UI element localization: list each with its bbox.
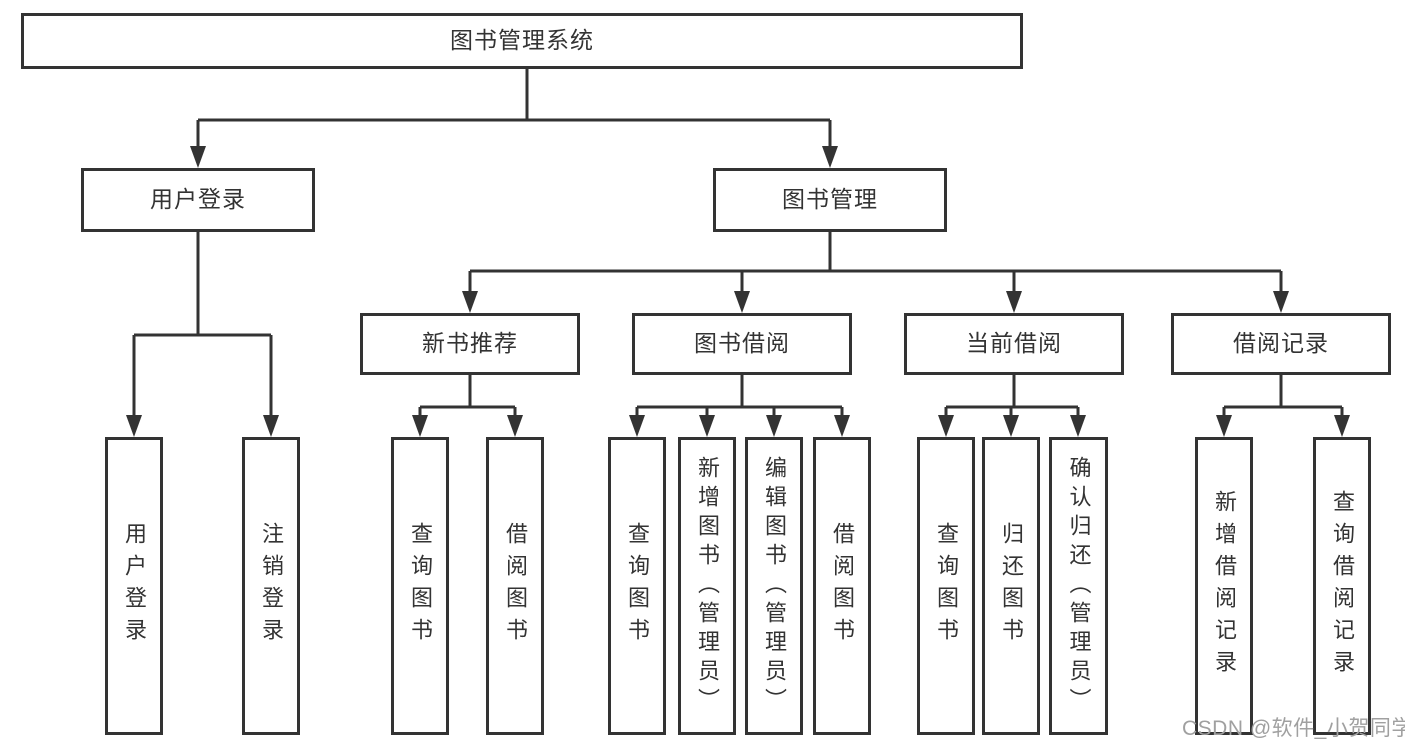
arrow-down-icon xyxy=(263,415,279,437)
arrow-down-icon xyxy=(1273,291,1289,313)
arrow-down-icon xyxy=(834,415,850,437)
leaf-confirm-return-admin: 确认归还（管理员） xyxy=(1049,437,1108,735)
leaf-return-book: 归还图书 xyxy=(982,437,1040,735)
node-borrow-record: 借阅记录 xyxy=(1171,313,1391,375)
leaf-query-book-2: 查询图书 xyxy=(608,437,666,735)
node-book-management: 图书管理 xyxy=(713,168,947,232)
leaf-borrow-book-1: 借阅图书 xyxy=(486,437,544,735)
arrow-down-icon xyxy=(822,146,838,168)
leaf-edit-book-admin: 编辑图书（管理员） xyxy=(745,437,803,735)
csdn-watermark: CSDN @软件_小贺同学 xyxy=(1182,717,1405,740)
leaf-add-book-admin: 新增图书（管理员） xyxy=(678,437,736,735)
node-new-book-recommend: 新书推荐 xyxy=(360,313,580,375)
arrow-down-icon xyxy=(1334,415,1350,437)
leaf-user-login: 用户登录 xyxy=(105,437,163,735)
arrow-down-icon xyxy=(699,415,715,437)
leaf-logout: 注销登录 xyxy=(242,437,300,735)
leaf-add-borrow-record: 新增借阅记录 xyxy=(1195,437,1253,735)
leaf-query-book-1: 查询图书 xyxy=(391,437,449,735)
arrow-down-icon xyxy=(1070,415,1086,437)
arrow-down-icon xyxy=(412,415,428,437)
arrow-down-icon xyxy=(734,291,750,313)
arrow-down-icon xyxy=(1216,415,1232,437)
leaf-query-book-3: 查询图书 xyxy=(917,437,975,735)
node-book-borrow: 图书借阅 xyxy=(632,313,852,375)
node-root-system: 图书管理系统 xyxy=(21,13,1023,69)
leaf-query-borrow-record: 查询借阅记录 xyxy=(1313,437,1371,735)
arrow-down-icon xyxy=(938,415,954,437)
node-user-login: 用户登录 xyxy=(81,168,315,232)
arrow-down-icon xyxy=(462,291,478,313)
arrow-down-icon xyxy=(126,415,142,437)
arrow-down-icon xyxy=(766,415,782,437)
arrow-down-icon xyxy=(1003,415,1019,437)
arrow-down-icon xyxy=(507,415,523,437)
arrow-down-icon xyxy=(629,415,645,437)
leaf-borrow-book-2: 借阅图书 xyxy=(813,437,871,735)
arrow-down-icon xyxy=(1006,291,1022,313)
arrow-down-icon xyxy=(190,146,206,168)
node-current-borrow: 当前借阅 xyxy=(904,313,1124,375)
